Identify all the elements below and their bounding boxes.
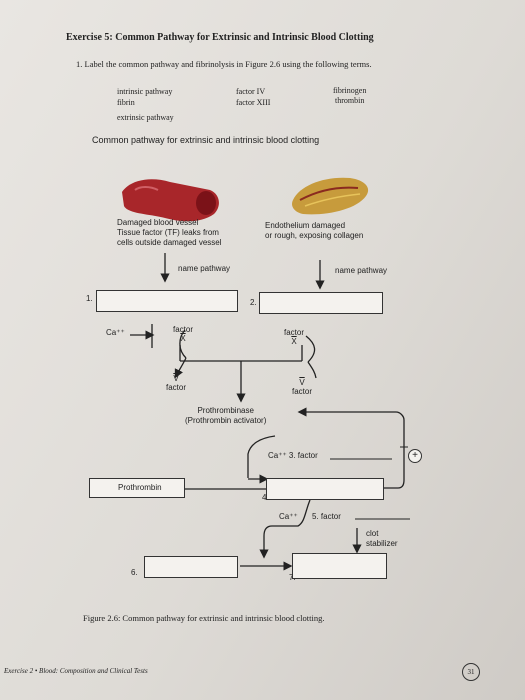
endothelium-illustration: [292, 177, 369, 215]
terms-col-2: factor IV factor XIII: [236, 86, 270, 108]
term: fibrin: [117, 98, 135, 107]
factor-label: factor: [292, 387, 313, 396]
factor-roman: X: [180, 334, 186, 343]
positive-feedback-icon: +: [408, 449, 422, 463]
clot-text: clot: [366, 529, 379, 538]
factor-3-label: Ca⁺⁺ 3. factor: [268, 451, 318, 460]
stabilizer-text: stabilizer: [366, 539, 398, 548]
name-pathway-left-label: name pathway: [178, 264, 231, 273]
factor-label: factor: [166, 383, 187, 392]
instruction-text: 1. Label the common pathway and fibrinol…: [76, 59, 372, 69]
calcium-label-left: Ca⁺⁺: [106, 328, 125, 337]
factor-v-right: V factor: [292, 378, 312, 396]
answer-box-7[interactable]: [292, 553, 387, 579]
clot-stabilizer-label: clot stabilizer: [366, 529, 398, 549]
factor-label: factor: [284, 328, 305, 337]
box-1-number: 1.: [86, 294, 93, 303]
diagram-title: Common pathway for extrinsic and intrins…: [92, 135, 320, 145]
factor-roman: X: [291, 337, 297, 346]
term: factor IV: [236, 87, 266, 96]
terms-col-1: intrinsic pathway fibrin extrinsic pathw…: [117, 86, 174, 123]
desc-line: or rough, exposing collagen: [265, 231, 364, 240]
desc-line: cells outside damaged vessel: [117, 238, 222, 247]
answer-box-6[interactable]: [144, 556, 238, 578]
page-number: 31: [462, 663, 480, 681]
terms-col-3: fibrinogen thrombin: [333, 86, 366, 106]
running-footer: Exercise 2 • Blood: Composition and Clin…: [4, 667, 148, 675]
factor-roman: V: [173, 374, 179, 383]
prothrombinase-text: Prothrombinase: [197, 406, 254, 415]
exercise-title: Exercise 5: Common Pathway for Extrinsic…: [66, 32, 374, 43]
desc-line: Tissue factor (TF) leaks from: [117, 228, 219, 237]
damaged-vessel-description: Damaged blood vessel Tissue factor (TF) …: [117, 218, 222, 248]
factor-x-left: factor X: [173, 325, 193, 343]
factor-x-right: factor X: [284, 328, 304, 346]
factor-v-left: V factor: [166, 374, 186, 392]
prothrombinase-label: Prothrombinase (Prothrombin activator): [185, 406, 266, 426]
box-6-number: 6.: [131, 568, 138, 577]
term: intrinsic pathway: [117, 87, 173, 96]
term: extrinsic pathway: [117, 113, 174, 122]
endothelium-description: Endothelium damaged or rough, exposing c…: [265, 221, 363, 241]
term: thrombin: [334, 96, 365, 105]
name-pathway-right-label: name pathway: [335, 266, 388, 275]
term: factor XIII: [236, 98, 271, 107]
desc-line: Damaged blood vessel: [117, 218, 199, 227]
factor-5-label: 5. factor: [312, 512, 341, 521]
prothrombin-box: Prothrombin: [89, 478, 185, 498]
figure-caption: Figure 2.6: Common pathway for extrinsic…: [83, 613, 325, 623]
factor-label: factor: [173, 325, 194, 334]
box-4-number: 4.: [262, 493, 269, 502]
box-2-number: 2.: [250, 298, 257, 307]
desc-line: Endothelium damaged: [265, 221, 346, 230]
calcium-label-mid: Ca⁺⁺: [279, 512, 298, 521]
answer-box-4[interactable]: [266, 478, 384, 500]
prothrombin-text: Prothrombin: [118, 483, 162, 492]
prothrombin-activator-text: (Prothrombin activator): [185, 416, 267, 425]
factor-roman: V: [299, 378, 305, 387]
answer-box-2[interactable]: [259, 292, 383, 314]
term: fibrinogen: [333, 86, 367, 95]
answer-box-1[interactable]: [96, 290, 238, 312]
damaged-vessel-illustration: [122, 179, 219, 222]
